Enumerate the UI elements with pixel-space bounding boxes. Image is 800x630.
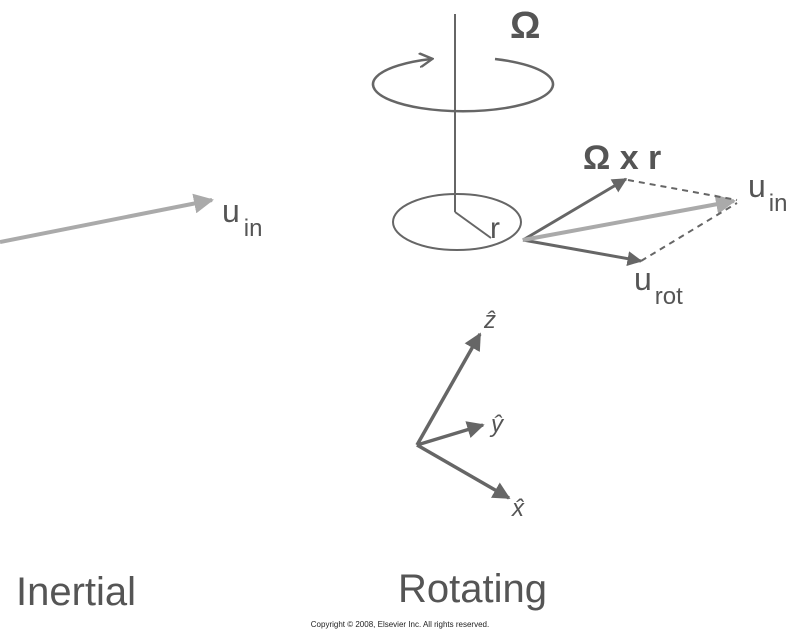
z-axis-label: ẑ (483, 307, 496, 334)
copyright-notice: Copyright © 2008, Elsevier Inc. All righ… (311, 620, 489, 629)
radius-vector (454, 211, 492, 239)
y-axis-arrow (416, 421, 485, 447)
inertial-caption: Inertial (16, 570, 136, 614)
x-axis-label: x̂ (511, 495, 525, 522)
z-axis-arrow (415, 332, 482, 446)
y-axis-label: ŷ (489, 411, 505, 438)
parallelogram-dash-top (627, 179, 738, 201)
rotating-u-in-symbol: u (748, 168, 766, 204)
inertial-u-symbol: u (222, 193, 240, 229)
rotating-u-in-subscript: in (769, 190, 788, 217)
omega-label: Ω (510, 5, 540, 47)
x-axis-arrow (416, 443, 511, 500)
u-rot-subscript: rot (655, 283, 683, 310)
omega-cross-r-arrow (522, 177, 628, 242)
rotating-disc (392, 193, 522, 251)
inertial-u-subscript: in (244, 215, 263, 242)
rotation-direction-arrow (371, 59, 555, 113)
radius-label: r (490, 212, 500, 245)
rotating-u-in-arrow (522, 194, 736, 242)
inertial-velocity-arrow (0, 193, 214, 244)
u-rot-symbol: u (634, 261, 652, 297)
u-rot-arrow (522, 238, 643, 267)
rotating-caption: Rotating (398, 567, 547, 611)
omega-cross-r-label: Ω x r (583, 139, 661, 177)
parallelogram-dash-bottom (640, 202, 738, 262)
